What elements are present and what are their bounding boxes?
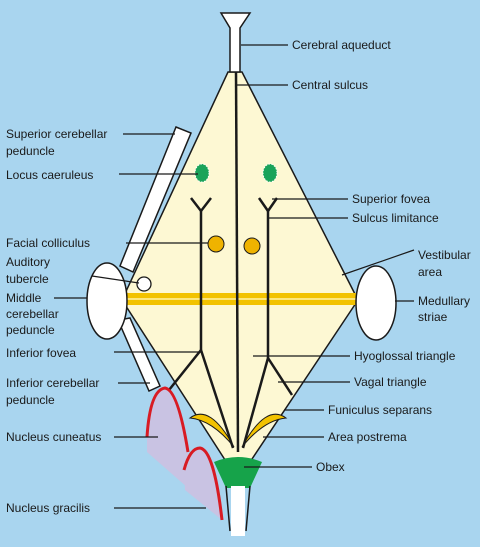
nucleus-cuneatus-outline — [145, 386, 190, 453]
label-middle-cerebellar-peduncle: Middle — [6, 291, 42, 305]
sulcus-limitans-left — [164, 197, 235, 449]
label-sulcus-limitance: Sulcus limitance — [352, 211, 439, 225]
funiculus-separans-left — [188, 413, 235, 448]
superior-cerebellar-peduncle-shape — [119, 126, 192, 274]
central-sulcus-line — [234, 71, 240, 453]
obex-region — [214, 457, 262, 488]
facial-colliculus-right — [243, 237, 261, 255]
label-nucleus-gracilis: Nucleus gracilis — [6, 501, 90, 515]
facial-colliculus-left — [207, 235, 225, 253]
label-locus-caeruleus: Locus caeruleus — [6, 168, 93, 182]
label-superior-cerebellar-peduncle: Superior cerebellar — [6, 127, 107, 141]
label-facial-colliculus: Facial colliculus — [6, 236, 90, 250]
label-medullary-striae: Medullary — [418, 294, 470, 308]
label-cerebral-aqueduct: Cerebral aqueduct — [292, 38, 391, 52]
label-inferior-cerebellar-peduncle-line2: peduncle — [6, 393, 55, 407]
central-canal — [225, 485, 251, 532]
inferior-cerebellar-peduncle-shape — [116, 317, 161, 392]
label-middle-cerebellar-peduncle-line3: peduncle — [6, 323, 55, 337]
label-vestibular-area-line2: area — [418, 265, 442, 279]
nucleus-cuneatus-shape — [147, 388, 188, 488]
label-superior-fovea: Superior fovea — [352, 192, 430, 206]
label-superior-cerebellar-peduncle-line2: peduncle — [6, 144, 55, 158]
label-auditory-tubercle-line2: tubercle — [6, 272, 49, 286]
label-nucleus-cuneatus: Nucleus cuneatus — [6, 430, 101, 444]
label-middle-cerebellar-peduncle-line2: cerebellar — [6, 307, 59, 321]
auditory-tubercle — [136, 276, 152, 292]
label-inferior-fovea: Inferior fovea — [6, 346, 76, 360]
nucleus-gracilis-shape — [184, 448, 222, 520]
label-auditory-tubercle: Auditory — [6, 255, 50, 269]
nucleus-gracilis-outline — [182, 446, 224, 521]
cerebral-aqueduct-shape — [219, 12, 252, 73]
sulcus-limitans-right — [241, 197, 294, 449]
label-obex: Obex — [316, 460, 345, 474]
leader-lines — [54, 44, 415, 509]
middle-cerebellar-peduncle-left — [86, 262, 128, 340]
label-vestibular-area: Vestibular — [418, 248, 471, 262]
label-hypoglossal-triangle: Hyoglossal triangle — [354, 349, 456, 363]
middle-cerebellar-peduncle-right — [355, 265, 397, 341]
locus-caeruleus-left — [194, 163, 210, 183]
label-area-postrema: Area postrema — [328, 430, 407, 444]
locus-caeruleus-right — [262, 163, 278, 183]
label-funiculus-separans: Funiculus separans — [328, 403, 432, 417]
label-medullary-striae-line2: striae — [418, 310, 448, 324]
label-vagal-triangle: Vagal triangle — [354, 375, 427, 389]
label-inferior-cerebellar-peduncle: Inferior cerebellar — [6, 376, 99, 390]
label-central-sulcus: Central sulcus — [292, 78, 368, 92]
